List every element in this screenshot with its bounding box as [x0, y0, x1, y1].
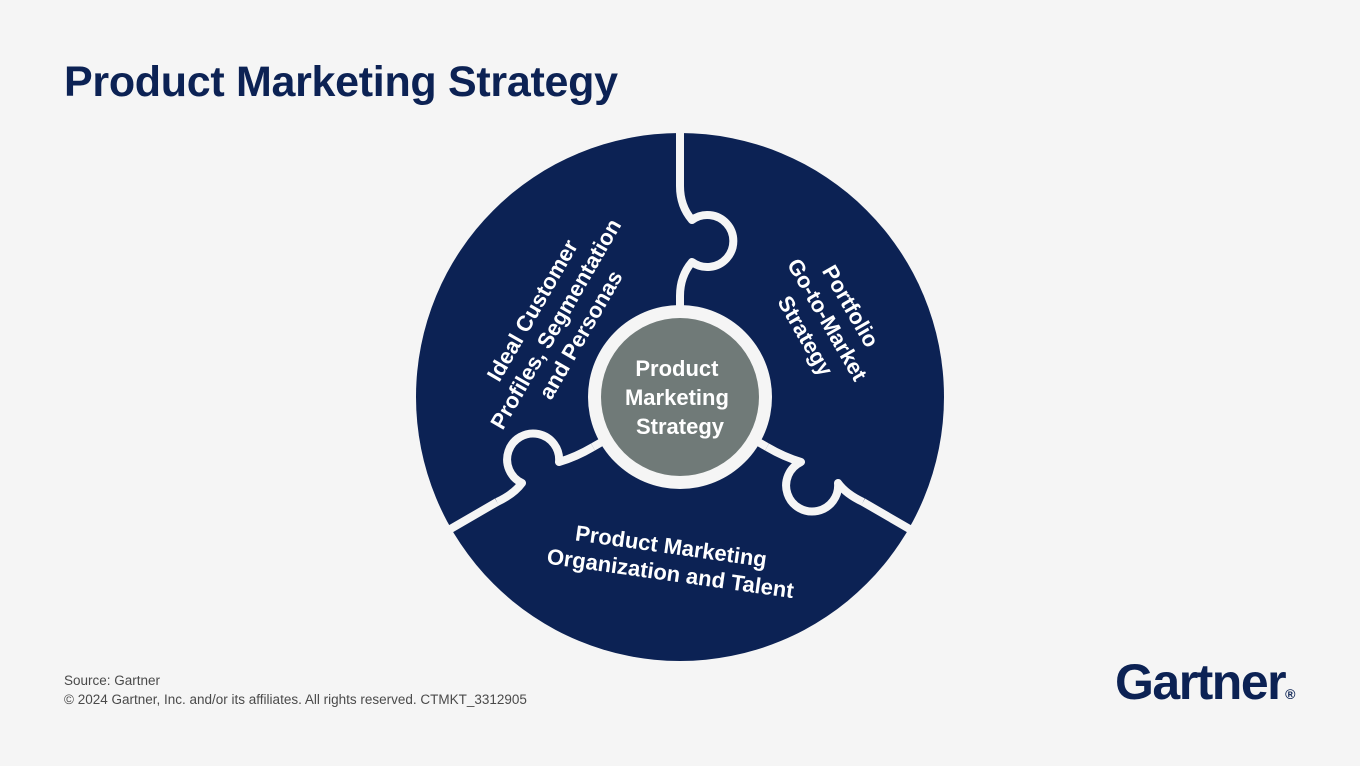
logo-wordmark: Gartner [1115, 654, 1287, 710]
registered-mark-icon: ® [1285, 686, 1296, 702]
gartner-logo: Gartner® [1115, 652, 1295, 724]
page-title: Product Marketing Strategy [64, 58, 618, 106]
hub-label-line-2: Marketing [625, 385, 729, 410]
wheel: Ideal Customer Profiles, Segmentation an… [416, 128, 944, 661]
copyright-note: © 2024 Gartner, Inc. and/or its affiliat… [64, 692, 527, 707]
hub-label: Product Marketing Strategy [625, 356, 735, 439]
hub-disc [601, 318, 759, 476]
puzzle-knob-top [676, 185, 738, 297]
source-note: Source: Gartner [64, 673, 161, 688]
puzzle-knob-left [495, 429, 596, 506]
puzzle-knob-right [764, 443, 865, 516]
hub-label-line-3: Strategy [636, 414, 725, 439]
hub-label-line-1: Product [635, 356, 719, 381]
footer: Source: Gartner © 2024 Gartner, Inc. and… [64, 671, 527, 709]
